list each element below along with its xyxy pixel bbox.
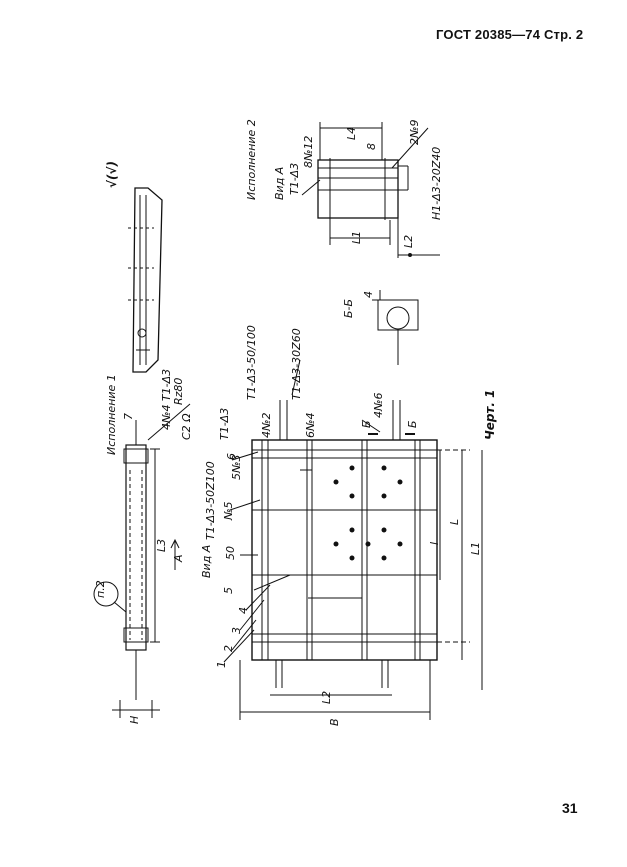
frame-outline [251, 439, 438, 661]
weld-main-2: Т1-Δ3-50/100 [245, 325, 258, 400]
dim-L: L [448, 519, 461, 525]
main-frame [251, 400, 470, 688]
variant2-weld4: Н1-Δ3-20Z40 [430, 147, 443, 220]
variant2-weld2: 2№9 [408, 120, 421, 145]
pos-2: 2 [222, 645, 235, 652]
pos-1: 1 [215, 661, 228, 668]
variant2-weld5: 8№12 [302, 136, 315, 168]
cut-mark-2: Б [406, 420, 419, 428]
pos-7: 7 [122, 413, 135, 420]
variant2-title: Исполнение 2 [245, 119, 258, 200]
variant1-profile [128, 187, 163, 373]
variant2-weld1: Т1-Δ3 [288, 163, 301, 195]
dim-50: 50 [224, 546, 237, 560]
page-number: 31 [562, 800, 578, 816]
dim-L1: L1 [469, 542, 482, 555]
weld-main-4: Т1-Δ3 [218, 408, 231, 440]
page-header: ГОСТ 20385—74 Стр. 2 [436, 27, 583, 42]
dim-B: B [328, 718, 341, 726]
dim-L3: L3 [155, 539, 168, 552]
dim-L4: L4 [345, 127, 358, 140]
leader-lines [223, 359, 381, 663]
dim-L2: L2 [320, 691, 333, 704]
variant1-title: Исполнение 1 [105, 374, 118, 455]
page-label: Стр. 2 [543, 27, 584, 42]
variant1-weld2: С2 Ω [180, 413, 193, 440]
weld-main-6: 6№4 [304, 413, 317, 438]
variant2-view: Вид А [273, 167, 286, 200]
variant1-side-view [93, 403, 191, 718]
pos-4: 4 [237, 607, 250, 614]
pos-5: 5 [222, 587, 235, 594]
weld-main-3: Т1-Δ3-30Z60 [290, 328, 303, 400]
variant2-weld3: 8 [365, 143, 378, 150]
view-arrow-A: A [172, 554, 185, 563]
section-dim: 4 [362, 291, 375, 298]
variant2-detail [301, 122, 440, 258]
main-dimensions [239, 450, 483, 720]
dim-L2-detail: L2 [402, 235, 415, 248]
weld-main-5: 4№2 [260, 413, 273, 438]
dim-l: l [428, 542, 441, 545]
variant1-roughness: Rz80 [172, 378, 185, 405]
cut-mark-1: Б [360, 420, 373, 428]
frame-holes [333, 253, 412, 561]
weld-main-8: №5 [222, 502, 235, 521]
annotations: Черт. 1 Исполнение 2 Вид А Т1-Δ3 2№9 8 Н… [94, 119, 497, 726]
section-bb [372, 290, 419, 365]
roughness-mark: √(√) [105, 161, 119, 188]
dim-L1-detail: L1 [350, 231, 363, 244]
main-view: Вид А [200, 545, 213, 578]
standard-number: ГОСТ 20385—74 [436, 27, 541, 42]
weld-main-9: 5№3 [230, 455, 243, 480]
section-title: Б-Б [342, 299, 355, 318]
weld-main-7: 4№6 [372, 393, 385, 418]
item-mark: п.2 [94, 580, 107, 598]
dim-H: H [128, 716, 141, 724]
pos-3: 3 [230, 627, 243, 634]
variant1-weld1: 4№4 Т1-Δ3 [160, 369, 173, 430]
figure-caption: Черт. 1 [483, 390, 497, 440]
weld-main-1: Т1-Δ3-50Z100 [204, 461, 217, 540]
pos-6: 6 [225, 453, 238, 460]
